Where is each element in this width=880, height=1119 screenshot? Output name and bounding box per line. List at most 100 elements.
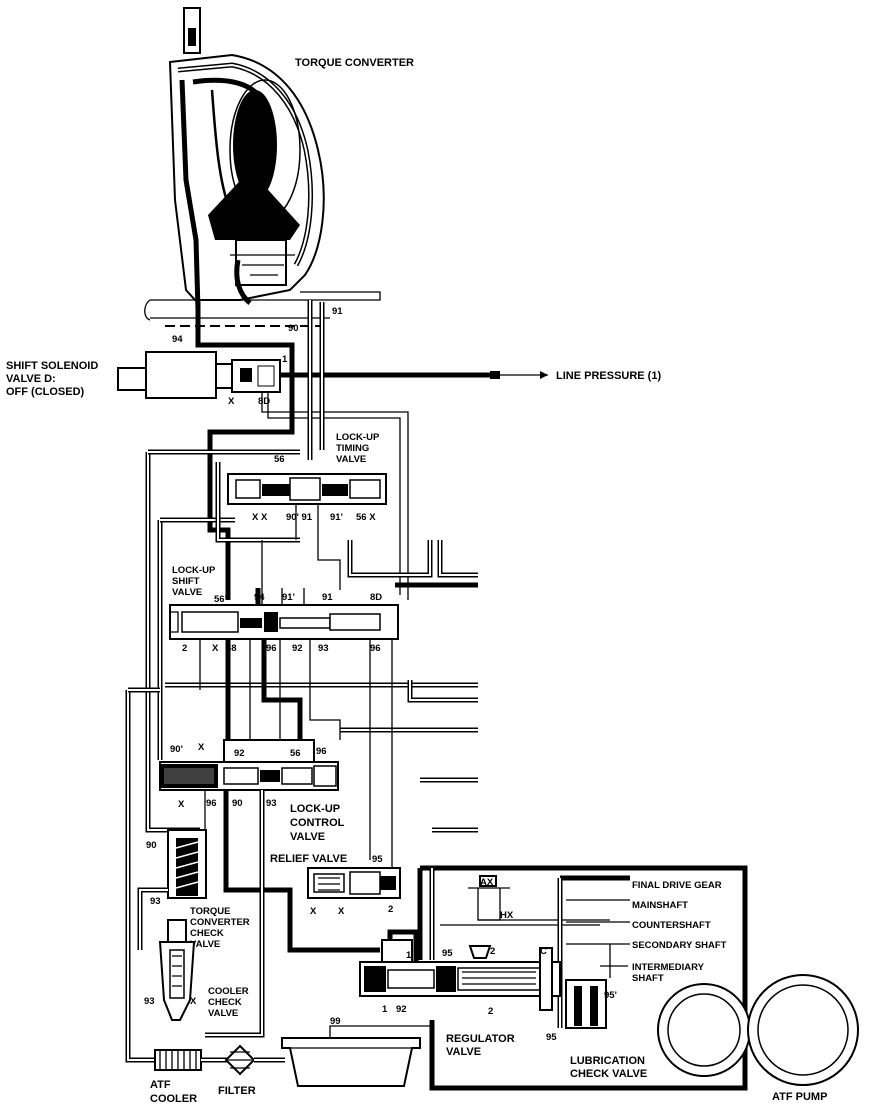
port-x-relief-2: X bbox=[338, 906, 345, 917]
lockup-shift-valve bbox=[169, 604, 399, 640]
lockup-control-label-3: VALVE bbox=[290, 831, 325, 843]
shift-solenoid-label-3: OFF (CLOSED) bbox=[6, 386, 85, 398]
regulator-label-2: VALVE bbox=[446, 1046, 481, 1058]
port-90-left: 90 bbox=[146, 840, 157, 851]
port-x-relief-1: X bbox=[310, 906, 317, 917]
filter-label: FILTER bbox=[218, 1085, 256, 1097]
port-93-ctrl-bot: 93 bbox=[266, 798, 277, 809]
port-90-91-timing: 90' 91 bbox=[286, 512, 313, 523]
shift-solenoid-label-2: VALVE D: bbox=[6, 373, 56, 385]
port-91-top: 91 bbox=[332, 306, 343, 317]
port-8d-shift: 8D bbox=[370, 592, 382, 603]
lockup-shift-label-1: LOCK-UP bbox=[172, 565, 216, 576]
atf-cooler-label-1: ATF bbox=[150, 1079, 171, 1091]
port-95-reg: 95 bbox=[442, 948, 453, 959]
port-c-reg: C bbox=[540, 946, 547, 957]
port-90-ctrl-bot: 90 bbox=[232, 798, 243, 809]
port-1-solenoid: 1 bbox=[282, 354, 288, 365]
final-drive-gear-label: FINAL DRIVE GEAR bbox=[632, 880, 722, 891]
port-2-relief: 2 bbox=[388, 904, 393, 915]
cooler-check-valve bbox=[158, 919, 196, 1021]
port-ax: AX bbox=[480, 877, 494, 888]
port-92-shift: 92 bbox=[292, 643, 303, 654]
mainshaft-label: MAINSHAFT bbox=[632, 900, 688, 911]
port-2-reg: 2 bbox=[490, 946, 495, 957]
port-91p-timing: 91' bbox=[330, 512, 343, 523]
port-xx-timing: X X bbox=[252, 512, 268, 523]
relief-valve bbox=[307, 867, 401, 899]
torque-converter-label: TORQUE CONVERTER bbox=[295, 57, 414, 69]
lockup-control-valve bbox=[159, 739, 339, 791]
intermediary-label-1: INTERMEDIARY bbox=[632, 962, 705, 973]
port-93-left: 93 bbox=[150, 896, 161, 907]
lubrication-check-valve bbox=[565, 979, 607, 1029]
filter bbox=[224, 1044, 256, 1076]
port-hx: HX bbox=[500, 910, 514, 921]
port-56p-shift: 56' bbox=[214, 594, 227, 605]
lockup-shift-label-3: VALVE bbox=[172, 587, 202, 598]
atf-pump bbox=[657, 974, 859, 1086]
port-56-timing: 56 bbox=[274, 454, 285, 465]
lockup-timing-label-3: VALVE bbox=[336, 454, 366, 465]
port-2-shift: 2 bbox=[182, 643, 187, 654]
tc-check-label-4: VALVE bbox=[190, 939, 220, 950]
torque-converter bbox=[144, 7, 381, 330]
atf-pump-label: ATF PUMP bbox=[772, 1091, 827, 1103]
port-99: 99 bbox=[330, 1016, 341, 1027]
tc-check-label-3: CHECK bbox=[190, 928, 224, 939]
port-96-shift: 96 bbox=[266, 643, 277, 654]
port-91p-shift: 91' bbox=[282, 592, 295, 603]
cooler-check-label-2: CHECK bbox=[208, 997, 242, 1008]
atf-cooler bbox=[154, 1049, 202, 1071]
port-93-cooler: 93 bbox=[144, 996, 155, 1007]
port-96b-shift: 96 bbox=[370, 643, 381, 654]
port-8d-solenoid: 8D bbox=[258, 396, 270, 407]
relief-valve-label: RELIEF VALVE bbox=[270, 853, 347, 865]
shift-solenoid-label-1: SHIFT SOLENOID bbox=[6, 360, 98, 372]
port-x-ctrl-bot: X bbox=[178, 799, 185, 810]
port-56x-timing: 56 X bbox=[356, 512, 376, 523]
port-94-top: 94 bbox=[172, 334, 183, 345]
port-x-shift: X bbox=[212, 643, 219, 654]
line-pressure-label: LINE PRESSURE (1) bbox=[556, 370, 661, 382]
port-91-shift: 91 bbox=[322, 592, 333, 603]
lubrication-label-1: LUBRICATION bbox=[570, 1055, 645, 1067]
lockup-timing-label-2: TIMING bbox=[336, 443, 369, 454]
port-56-ctrl: 56 bbox=[290, 748, 301, 759]
tc-check-label-1: TORQUE bbox=[190, 906, 230, 917]
atf-cooler-label-2: COOLER bbox=[150, 1093, 197, 1105]
port-96-ctrl: 96 bbox=[316, 746, 327, 757]
port-95p-lub: 95' bbox=[604, 990, 617, 1001]
cooler-check-label-3: VALVE bbox=[208, 1008, 238, 1019]
shift-solenoid-valve-d bbox=[117, 351, 281, 399]
port-92-ctrl: 92 bbox=[234, 748, 245, 759]
lockup-control-label-2: CONTROL bbox=[290, 817, 345, 829]
lockup-control-label-1: LOCK-UP bbox=[290, 803, 340, 815]
regulator-valve bbox=[359, 939, 561, 1011]
port-1-reg: 1 bbox=[406, 950, 412, 961]
port-96-ctrl-bot: 96 bbox=[206, 798, 217, 809]
port-92-reg: 92 bbox=[396, 1004, 407, 1015]
port-90p-ctrl: 90' bbox=[170, 744, 183, 755]
port-93-shift: 93 bbox=[318, 643, 329, 654]
lubrication-label-2: CHECK VALVE bbox=[570, 1068, 647, 1080]
intermediary-label-2: SHAFT bbox=[632, 973, 664, 984]
regulator-label-1: REGULATOR bbox=[446, 1033, 515, 1045]
secondary-shaft-label: SECONDARY SHAFT bbox=[632, 940, 727, 951]
atf-sump bbox=[281, 1037, 421, 1087]
port-90-top: 90 bbox=[288, 323, 299, 334]
port-58-shift: 58 bbox=[226, 643, 237, 654]
port-x-solenoid: X bbox=[228, 396, 235, 407]
port-1-reg-bot: 1 bbox=[382, 1004, 388, 1015]
tc-check-label-2: CONVERTER bbox=[190, 917, 250, 928]
torque-converter-check-valve bbox=[167, 829, 207, 899]
port-95-relief: 95 bbox=[372, 854, 383, 865]
cooler-check-label-1: COOLER bbox=[208, 986, 249, 997]
port-x-cooler: X bbox=[190, 996, 197, 1007]
port-x-ctrl-top: X bbox=[198, 742, 205, 753]
lockup-timing-label-1: LOCK-UP bbox=[336, 432, 380, 443]
lockup-shift-label-2: SHIFT bbox=[172, 576, 200, 587]
countershaft-label: COUNTERSHAFT bbox=[632, 920, 711, 931]
